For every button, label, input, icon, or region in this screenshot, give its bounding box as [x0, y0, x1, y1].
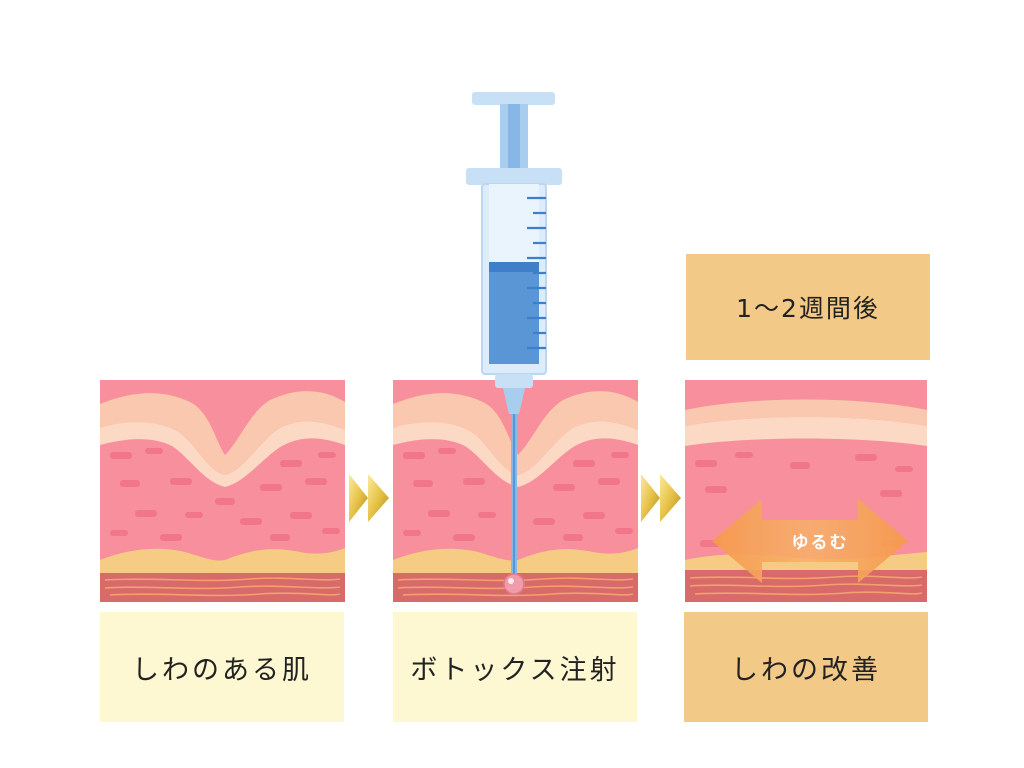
- skin-panel-before: [100, 380, 345, 602]
- syringe-icon: [466, 92, 562, 595]
- label-botox-injection: ボトックス注射: [393, 612, 637, 722]
- chevron-right-icon: [641, 474, 681, 522]
- chevron-right-icon: [349, 474, 389, 522]
- label-wrinkled-skin: しわのある肌: [100, 612, 344, 722]
- label-wrinkle-improvement: しわの改善: [684, 612, 928, 722]
- double-arrow-icon: [712, 499, 908, 583]
- dermis-cells: [110, 448, 340, 541]
- time-elapsed-label: 1～2週間後: [686, 254, 930, 360]
- skin-panel-after: [685, 380, 927, 602]
- relax-arrow-label: ゆるむ: [791, 533, 849, 553]
